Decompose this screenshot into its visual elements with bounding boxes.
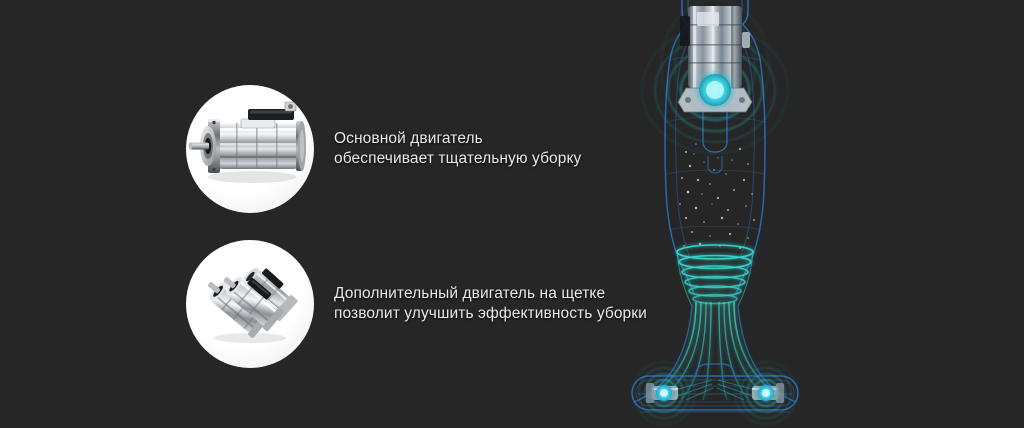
main-motor-caption-line1: Основной двигатель bbox=[334, 129, 483, 147]
electric-motor-icon bbox=[188, 101, 306, 183]
brush-motor-caption: Дополнительный двигатель на щетке позвол… bbox=[334, 284, 647, 325]
main-motor-thumbnail bbox=[186, 85, 314, 213]
dual-brush-motor-icon bbox=[207, 267, 298, 343]
vacuum-wireframe-illustration bbox=[600, 0, 830, 428]
brush-motor-caption-line1: Дополнительный двигатель на щетке bbox=[334, 284, 606, 302]
inner-duct bbox=[702, 112, 728, 174]
brush-motor-thumbnail bbox=[186, 240, 314, 368]
brush-motor-right bbox=[734, 361, 798, 425]
main-motor-caption-line2: обеспечивает тщательную уборку bbox=[334, 150, 582, 167]
dust-particles bbox=[679, 143, 755, 249]
wand-casing bbox=[633, 305, 797, 403]
main-motor-module bbox=[677, 6, 753, 113]
brush-motor-caption-line2: позволит улучшить эффективность уборки bbox=[334, 305, 647, 322]
feature-main-motor: Основной двигатель обеспечивает тщательн… bbox=[186, 85, 581, 213]
feature-brush-motor: Дополнительный двигатель на щетке позвол… bbox=[186, 240, 647, 368]
brush-motor-left bbox=[632, 361, 696, 425]
vacuum-cleaner-diagram bbox=[631, 0, 799, 425]
cyclone-side-rails bbox=[676, 251, 754, 307]
main-motor-caption: Основной двигатель обеспечивает тщательн… bbox=[334, 129, 581, 170]
